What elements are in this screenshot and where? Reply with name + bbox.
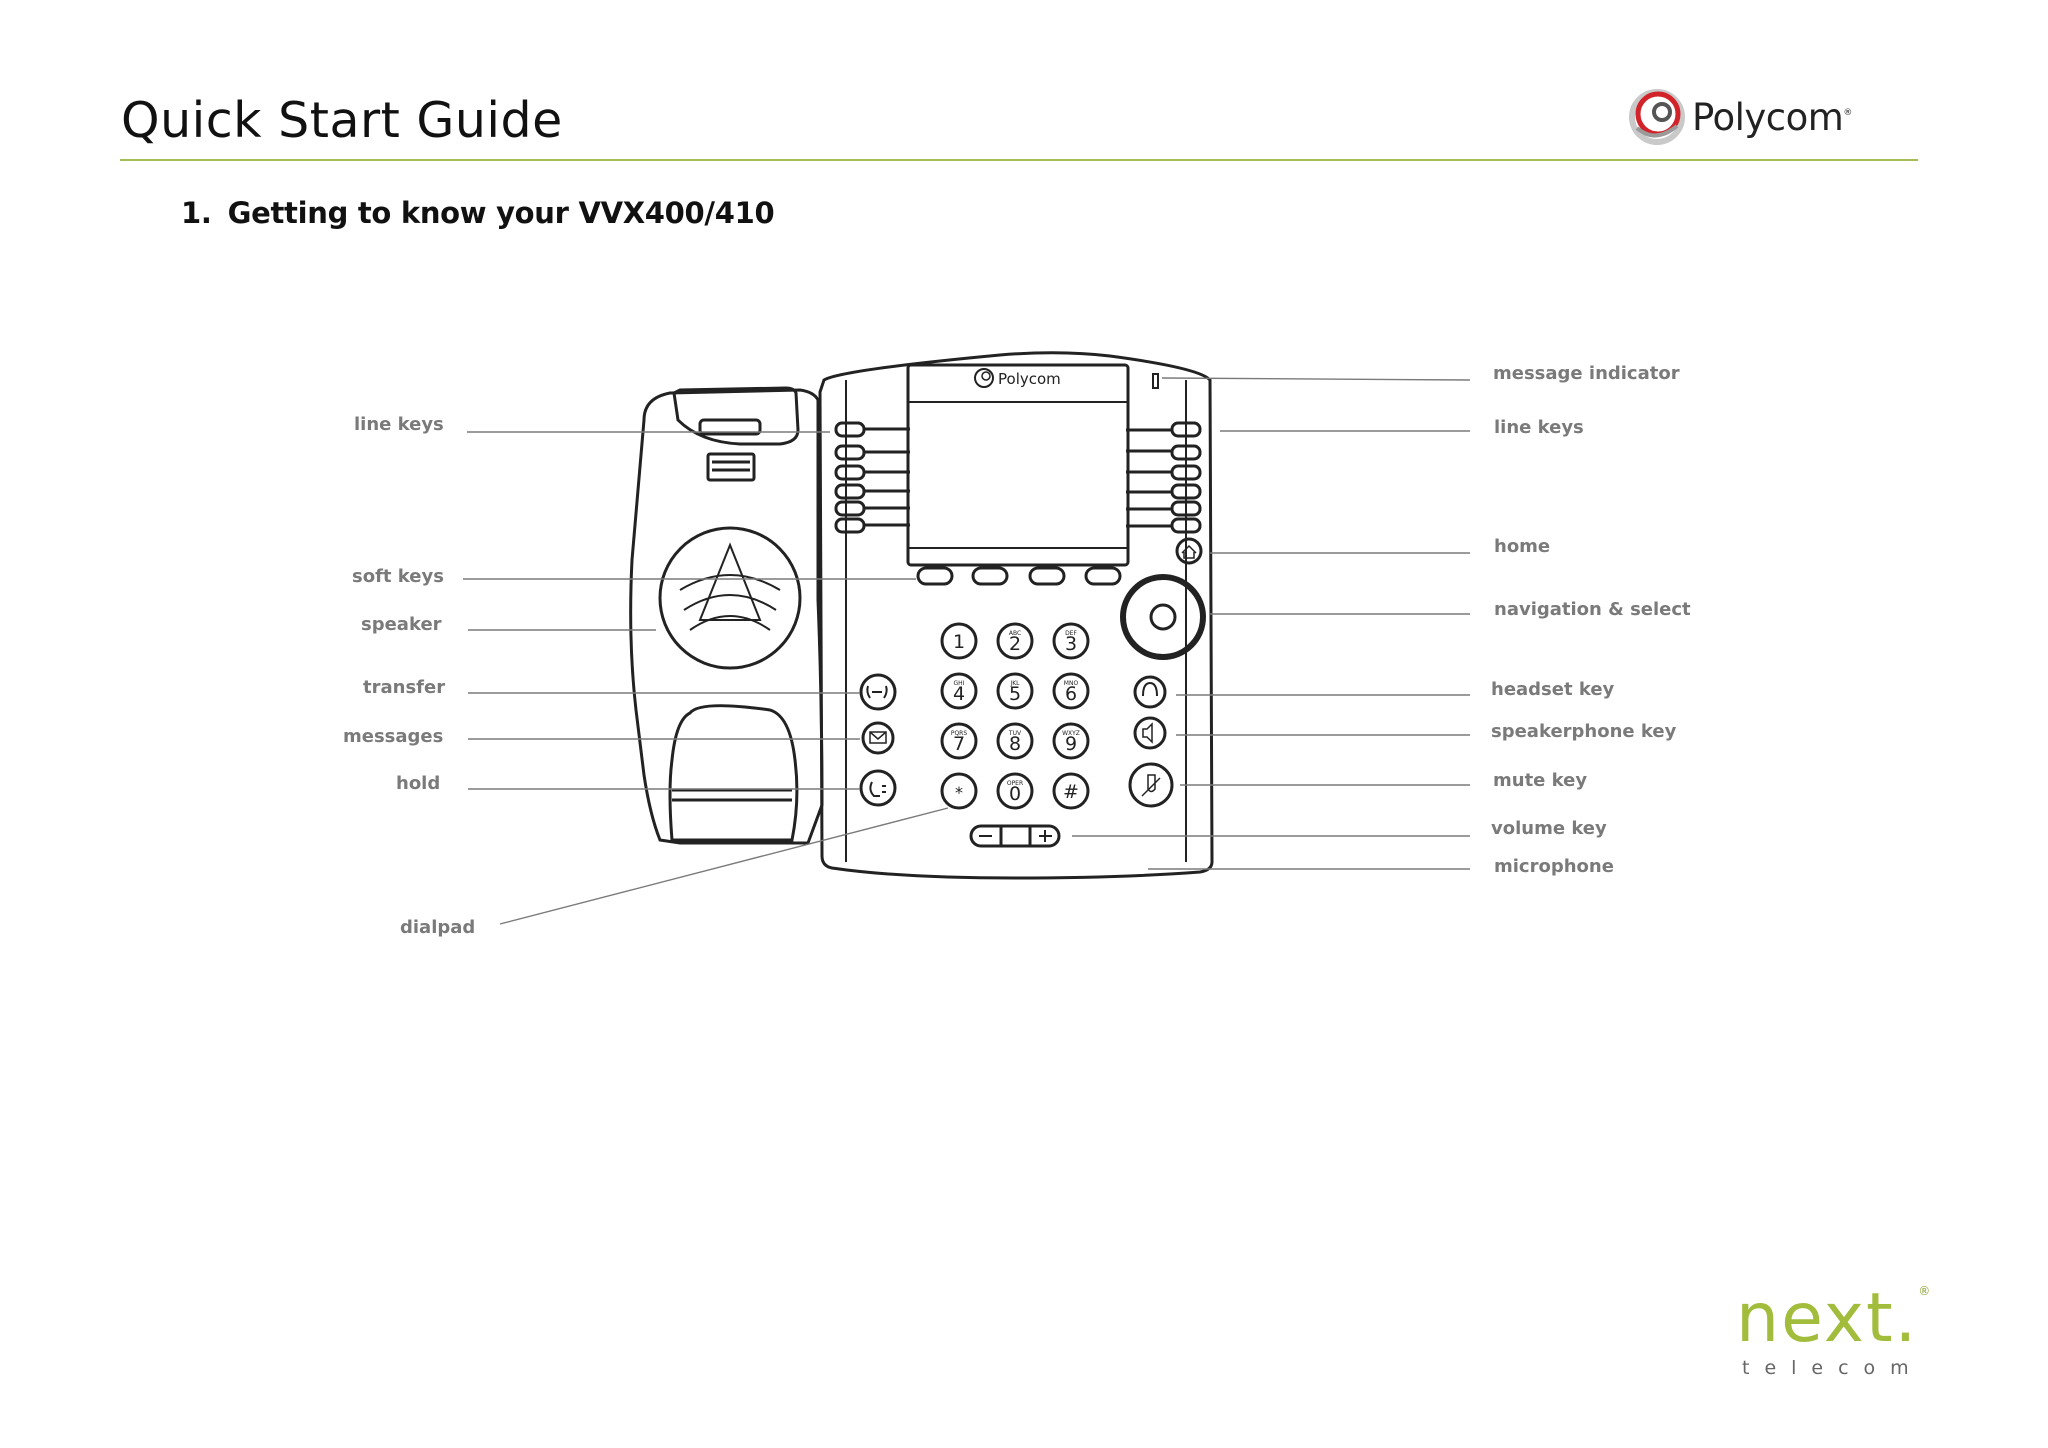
speaker-grille xyxy=(658,526,802,670)
page-title: Quick Start Guide xyxy=(121,92,563,149)
dialpad-digit-2: 3 xyxy=(1065,633,1077,655)
dialpad-digit-3: 4 xyxy=(953,683,965,705)
dialpad-letters-8: WXYZ xyxy=(1062,730,1080,737)
soft-keys xyxy=(916,566,1122,586)
leader-dialpad xyxy=(499,807,949,925)
footer-sub: telecom xyxy=(1742,1357,1924,1379)
label-line-keys-left: line keys xyxy=(354,414,444,435)
label-speaker: speaker xyxy=(361,614,442,635)
navigation-ring xyxy=(1120,574,1206,660)
messages-key xyxy=(861,721,895,755)
dialpad-letters-6: PQRS xyxy=(951,730,968,737)
hold-key xyxy=(859,769,897,807)
screen-brand-label: Polycom xyxy=(998,370,1061,388)
leader-message-indicator xyxy=(1161,377,1471,381)
dialpad-digit-7: 8 xyxy=(1009,733,1021,755)
dialpad-letters-2: DEF xyxy=(1065,630,1077,637)
title-divider xyxy=(120,159,1918,161)
dialpad-letters-5: MNO xyxy=(1064,680,1079,687)
dialpad-digit-8: 9 xyxy=(1065,733,1077,755)
dialpad-letters-3: GHI xyxy=(954,680,965,687)
dialpad-digit-4: 5 xyxy=(1009,683,1021,705)
dialpad-letters-10: OPER xyxy=(1007,780,1023,787)
hook xyxy=(672,386,800,446)
dialpad-letters-1: ABC xyxy=(1009,630,1021,637)
polycom-logo-icon xyxy=(1629,89,1685,145)
footer-brand: next. xyxy=(1736,1279,1919,1358)
dialpad-digit-9: * xyxy=(955,783,963,802)
next-telecom-logo: next.® telecom xyxy=(1736,1279,1933,1380)
screen xyxy=(906,363,1130,567)
label-soft-keys: soft keys xyxy=(352,566,444,587)
label-speakerphone-key: speakerphone key xyxy=(1491,721,1677,742)
label-headset-key: headset key xyxy=(1491,679,1615,700)
headset-key xyxy=(1133,675,1167,709)
section-heading: 1.Getting to know your VVX400/410 xyxy=(181,196,775,230)
volume-key xyxy=(969,824,1061,848)
line-keys-right xyxy=(1126,421,1202,534)
earpiece xyxy=(668,704,799,842)
select-key xyxy=(1149,603,1177,631)
dialpad-keys xyxy=(940,622,1090,810)
dialpad-digit-0: 1 xyxy=(953,631,965,653)
line-keys-left xyxy=(834,421,910,534)
dialpad-digit-1: 2 xyxy=(1009,633,1021,655)
label-hold: hold xyxy=(396,773,441,794)
mute-key xyxy=(1128,762,1174,808)
label-home: home xyxy=(1494,536,1551,557)
handset xyxy=(629,388,824,845)
dialpad-letters-7: TUV xyxy=(1008,730,1022,737)
transfer-key xyxy=(859,673,897,711)
label-microphone: microphone xyxy=(1494,856,1614,877)
label-dialpad: dialpad xyxy=(400,917,476,938)
dialpad-digit-5: 6 xyxy=(1065,683,1077,705)
home-key xyxy=(1175,537,1203,565)
dialpad-digit-11: # xyxy=(1063,781,1079,803)
label-mute-key: mute key xyxy=(1493,770,1588,791)
dialpad-letters-4: JKL xyxy=(1009,680,1020,687)
label-navigation-select: navigation & select xyxy=(1494,599,1691,620)
polycom-wordmark: Polycom® xyxy=(1692,96,1852,139)
dialpad-digit-6: 7 xyxy=(953,733,965,755)
speakerphone-key xyxy=(1133,716,1167,750)
label-message-indicator: message indicator xyxy=(1493,363,1680,384)
screen-brand: Polycom xyxy=(974,368,1061,388)
dialpad-digit-10: 0 xyxy=(1009,783,1021,805)
label-line-keys-right: line keys xyxy=(1494,417,1584,438)
label-volume-key: volume key xyxy=(1491,818,1607,839)
label-transfer: transfer xyxy=(363,677,446,698)
label-messages: messages xyxy=(343,726,444,747)
